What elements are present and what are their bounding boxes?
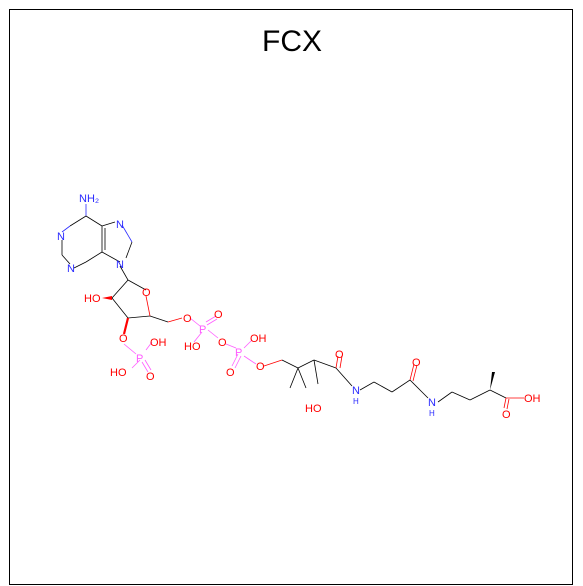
atom-nh2: NH₂ [79, 193, 99, 205]
atom-n3: N [67, 263, 75, 275]
atom-o-3p: O [119, 333, 128, 345]
atom-ho-sugar: HO [84, 293, 101, 305]
atom-ho-p3: HO [110, 367, 127, 379]
atom-o-p3: O [146, 371, 155, 383]
atom-h-1: H [353, 397, 359, 406]
stereo-wedge [490, 372, 495, 390]
atom-nh-1: N [352, 385, 360, 397]
structure-frame: FCX [9, 9, 573, 585]
atom-p1: P [199, 324, 206, 336]
atom-oh-p2: OH [250, 333, 267, 345]
atom-p3: P [136, 353, 143, 365]
atom-o-acid: O [502, 409, 511, 421]
atom-n9: N [116, 259, 124, 271]
atom-n1: N [57, 231, 65, 243]
atom-o-ring: O [142, 287, 151, 299]
atom-oh-acid: OH [524, 393, 541, 405]
atom-o-p2: O [226, 367, 235, 379]
atom-p2: P [235, 347, 242, 359]
atom-ho-p1: HO [184, 341, 201, 353]
atom-o-amide1: O [335, 349, 344, 361]
ho-wedge [102, 296, 112, 300]
atom-o-p1: O [214, 309, 223, 321]
bonds [61, 204, 524, 410]
atom-o-pant: O [256, 361, 265, 373]
atom-n7: N [116, 219, 124, 231]
atom-h-2: H [429, 409, 435, 418]
atom-ho-pant: HO [305, 403, 322, 415]
atom-nh-2: N [428, 397, 436, 409]
atom-o-5p: O [183, 313, 192, 325]
molecule-title: FCX [262, 25, 322, 58]
atom-o-amide2: O [412, 357, 421, 369]
atom-oh-p3: OH [150, 337, 167, 349]
atom-o-bridge: O [218, 337, 227, 349]
